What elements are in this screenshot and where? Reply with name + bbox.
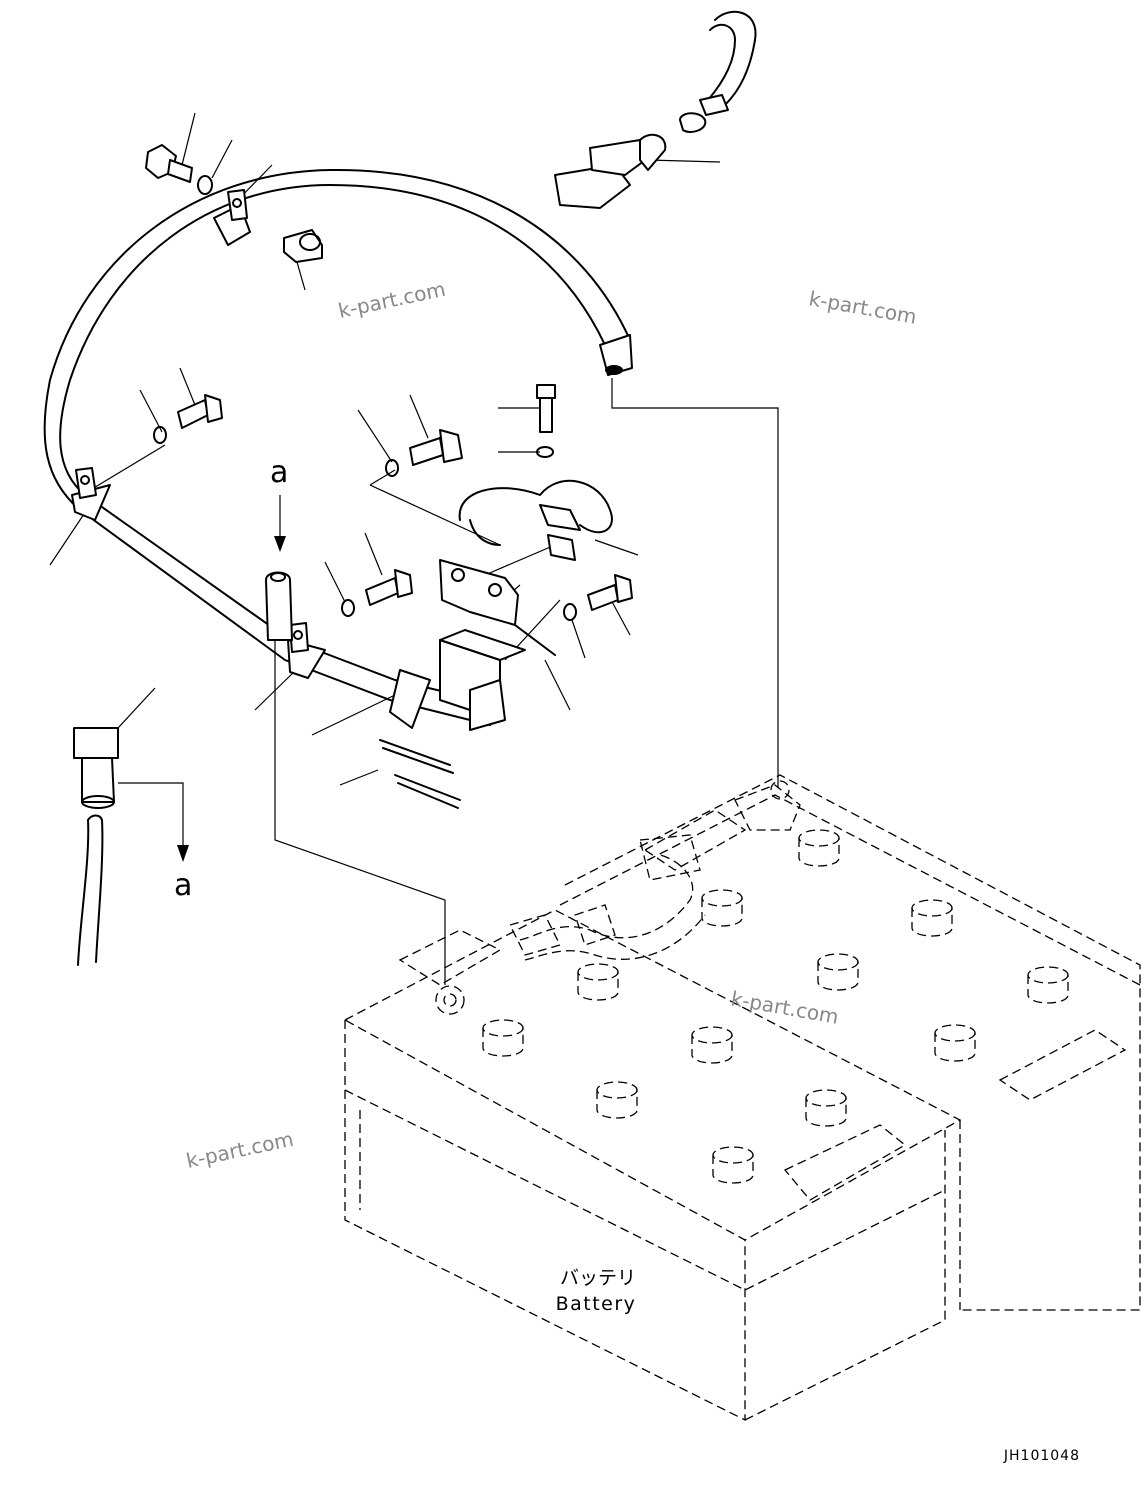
bolt-top-left <box>145 144 213 195</box>
leader-lines <box>49 112 779 985</box>
cable-stub-left <box>77 814 104 966</box>
battery-front <box>343 809 1127 1422</box>
battery-label-japanese: バッテリ <box>560 1267 636 1289</box>
battery-cable <box>43 168 633 729</box>
detail-callout-a-top: a <box>270 455 288 490</box>
battery-caps <box>482 829 1069 1184</box>
detail-arrow-top <box>274 495 286 552</box>
inter-battery-cable <box>435 780 801 1015</box>
bolt-lower <box>341 569 413 617</box>
figure-code: JH101048 <box>1003 1448 1080 1464</box>
watermark: k-part.com <box>729 986 840 1029</box>
detail-arrow-bottom <box>177 845 189 862</box>
mounting-bracket <box>439 559 556 656</box>
relay-body <box>379 629 526 809</box>
terminal-boot-top <box>554 133 667 209</box>
battery-label-english: Battery <box>556 1293 637 1315</box>
watermark: k-part.com <box>807 286 918 329</box>
battery-rear <box>559 774 1141 1311</box>
watermark: k-part.com <box>336 277 448 323</box>
terminal-lug <box>265 571 293 641</box>
bolt-left-mid <box>153 394 223 444</box>
bolt-center <box>385 429 463 477</box>
positive-cable-end <box>679 10 757 133</box>
detail-callout-a-bottom: a <box>174 868 192 903</box>
terminal-boot-left <box>73 727 119 809</box>
terminal-cover-cord <box>458 479 613 561</box>
bolt-right <box>563 574 633 621</box>
spacer-collar <box>283 229 323 263</box>
bolt-vertical <box>536 384 556 458</box>
watermark: k-part.com <box>184 1127 296 1173</box>
